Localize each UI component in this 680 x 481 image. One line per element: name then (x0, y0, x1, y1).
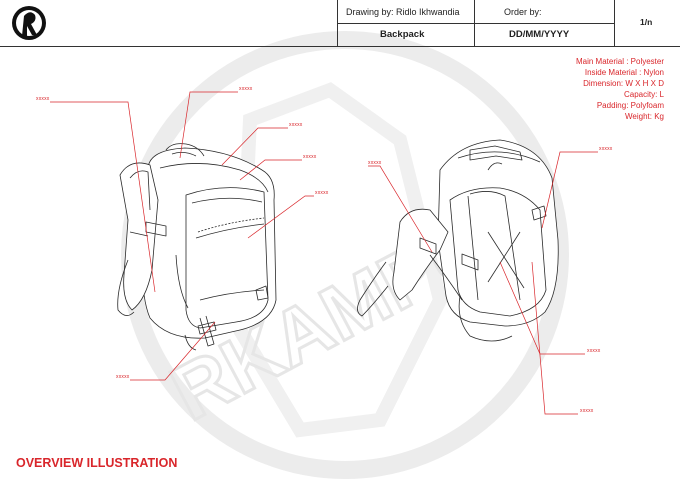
title-block: Drawing by: Ridlo Ikhwandia Order by: 1/… (0, 0, 680, 47)
spec-main-material: Main Material : Polyester (575, 57, 664, 66)
callout-label: xxxxx (116, 374, 130, 380)
back-view-backpack (357, 139, 559, 342)
callout-label: xxxxx (239, 86, 253, 92)
callout-leaders (50, 91, 598, 415)
callout-label: xxxxx (587, 348, 601, 354)
product-name: Backpack (380, 29, 425, 40)
spec-padding: Padding: Polyfoam (596, 101, 664, 110)
section-title: OVERVIEW ILLUSTRATION (16, 456, 178, 470)
callout-label: xxxxx (36, 96, 50, 102)
callout-label: xxxxx (315, 190, 329, 196)
rider-logo-icon (12, 6, 46, 40)
front-view-backpack (117, 143, 277, 351)
callout-label: xxxxx (580, 408, 594, 414)
callout-label: xxxxx (368, 160, 382, 166)
callout-label: xxxxx (289, 122, 303, 128)
date-field: DD/MM/YYYY (509, 29, 570, 40)
spec-dimension: Dimension: W X H X D (583, 79, 664, 88)
callout-label: xxxxx (599, 146, 613, 152)
order-by: Order by: (504, 7, 542, 17)
spec-weight: Weight: Kg (625, 112, 664, 121)
drawing-by: Drawing by: Ridlo Ikhwandia (346, 7, 460, 17)
page-number: 1/n (640, 17, 653, 27)
spec-list: Main Material : Polyester Inside Materia… (576, 56, 664, 122)
spec-inside-material: Inside Material : Nylon (584, 68, 664, 77)
callout-label: xxxxx (303, 154, 317, 160)
spec-capacity: Capacity: L (623, 90, 664, 99)
